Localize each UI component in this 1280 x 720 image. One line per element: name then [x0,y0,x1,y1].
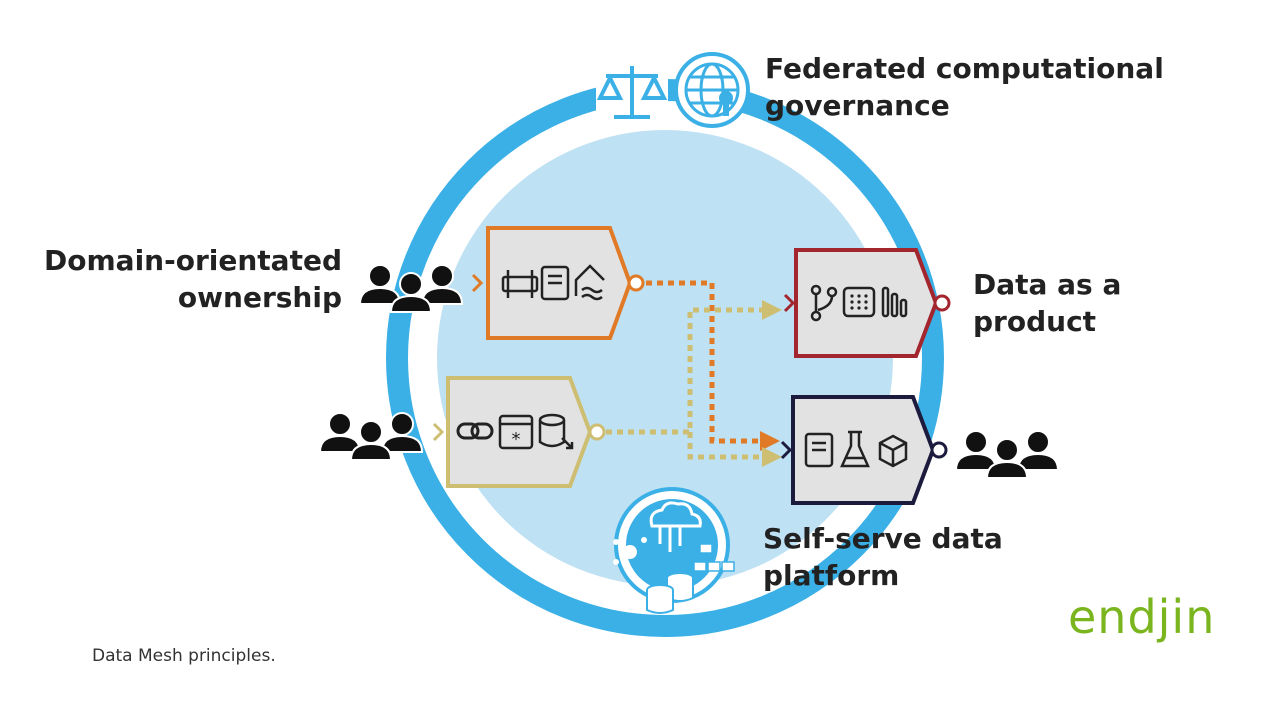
notebook-icon [804,432,834,468]
cube-icon [878,434,908,468]
navy-product-node [780,395,948,505]
brand-logo: endjin [1068,590,1216,644]
people-group-domain-top [359,264,463,313]
product-label-line-1: Data as a [973,268,1122,301]
people-group-product [955,430,1059,479]
platform-label-line-2: platform [763,559,900,592]
database-export-icon [538,413,574,450]
gold-arrowhead-top [762,300,782,320]
hub-icon [613,537,647,565]
gold-connector [606,307,764,460]
database-stack-icon [646,572,694,614]
red-product-node [783,248,951,358]
self-serve-platform-label: Self-serve data platform [763,520,1003,594]
svg-text:*: * [512,429,521,450]
network-blocks-icon [693,543,735,572]
governance-label-line-1: Federated computational [765,52,1164,85]
notebook-icon [540,265,570,301]
pipe-icon [501,270,539,298]
governance-label: Federated computational governance [765,50,1164,124]
link-icon [456,422,494,440]
bars-icon [881,286,908,318]
governance-icon-group [596,52,750,128]
platform-label-line-1: Self-serve data [763,522,1003,555]
product-label-line-2: product [973,305,1097,338]
branch-icon [810,284,838,322]
lake-icon [574,264,605,301]
orange-connector [646,280,762,444]
gold-domain-node: * [432,376,606,488]
grid-icon [842,286,876,318]
figure-caption: Data Mesh principles. [92,646,276,666]
domain-label-line-1: Domain-orientated [44,244,342,277]
platform-icon [613,487,735,614]
scales-icon [596,66,668,119]
globe-lock-icon [674,52,750,128]
people-group-domain-bottom [319,412,423,461]
governance-label-line-2: governance [765,89,950,122]
domain-label-line-2: ownership [177,281,342,314]
gold-arrowhead-bottom [762,447,782,467]
orange-arrowhead [760,431,780,451]
domain-ownership-label: Domain-orientated ownership [44,242,342,316]
data-product-label: Data as a product [973,266,1121,340]
orange-domain-node [471,226,645,340]
function-icon: * [498,414,534,450]
flask-icon [840,430,870,468]
